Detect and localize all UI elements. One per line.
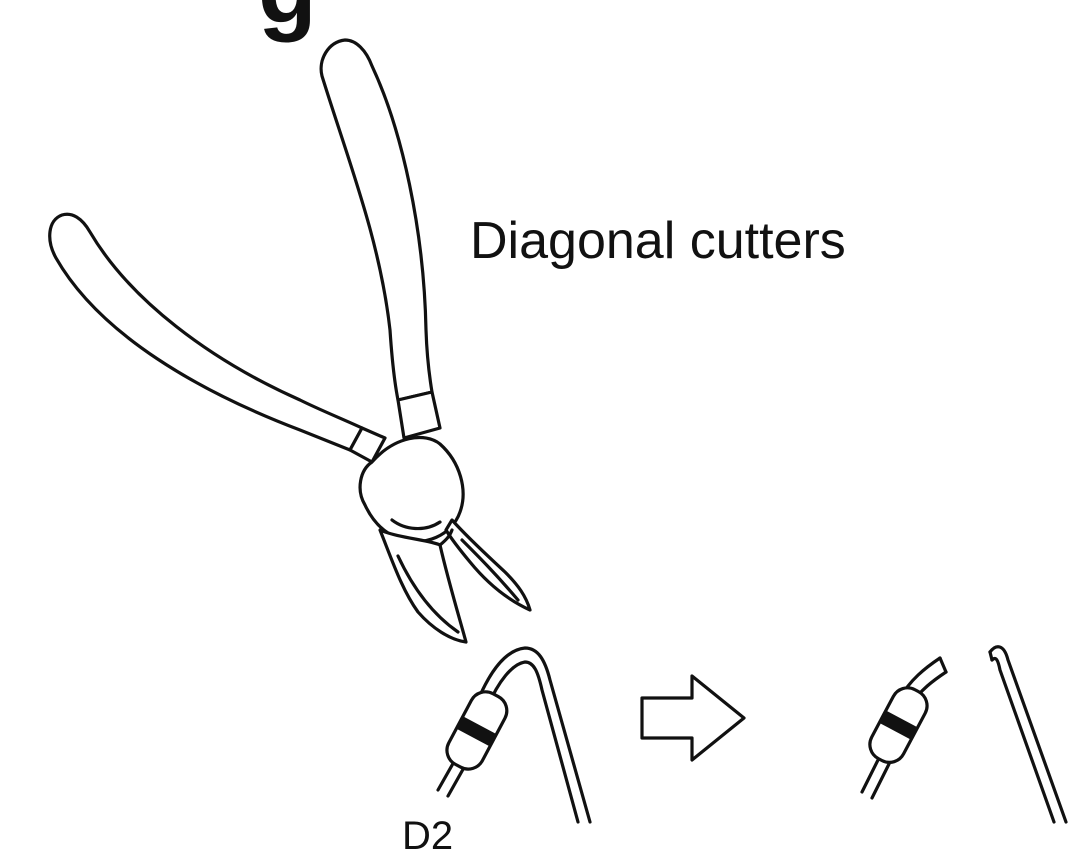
lower-handle bbox=[50, 214, 362, 450]
diode-with-long-leads-icon bbox=[438, 648, 590, 822]
diagonal-cutters-icon bbox=[50, 40, 530, 642]
cut-lead-offcut-icon bbox=[990, 647, 1066, 822]
offcut-inner bbox=[992, 658, 1054, 822]
heading-fragment: g bbox=[258, 0, 317, 43]
right-arrow-icon bbox=[642, 676, 744, 760]
jaw-edge-upper bbox=[462, 540, 518, 600]
diode-with-trimmed-lead-icon bbox=[862, 658, 946, 798]
after-diode-body bbox=[864, 682, 932, 768]
upper-ferrule bbox=[398, 392, 440, 438]
component-label: D2 bbox=[402, 814, 453, 849]
tool-label: Diagonal cutters bbox=[470, 212, 846, 270]
process-arrow bbox=[642, 676, 744, 760]
offcut-tip bbox=[990, 652, 992, 660]
upper-handle bbox=[321, 40, 432, 400]
lower-jaw bbox=[380, 530, 466, 642]
after-lower-lead-outer bbox=[862, 760, 878, 792]
trimmed-stub-tip bbox=[940, 658, 946, 672]
diode-body bbox=[441, 686, 512, 774]
bent-lead-inner bbox=[488, 662, 578, 822]
